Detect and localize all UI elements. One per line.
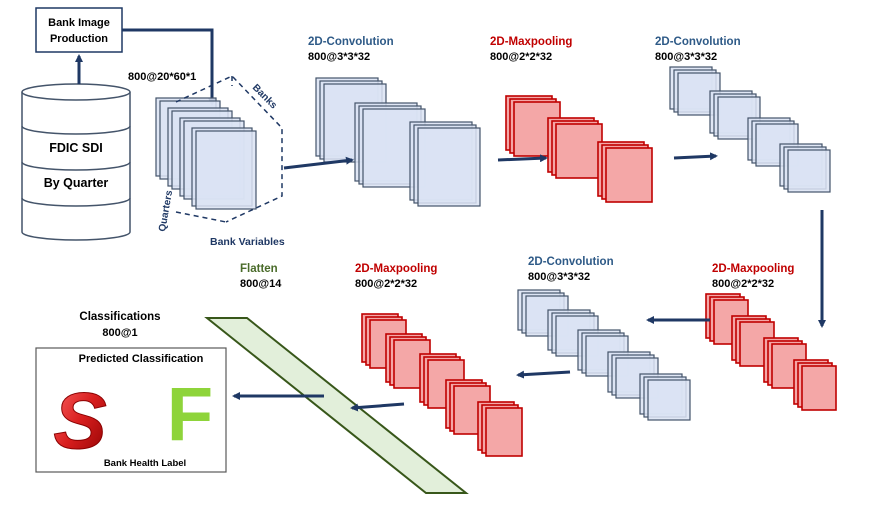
pool2-name: 2D-Maxpooling	[712, 263, 794, 275]
axis-variables-label: Bank Variables	[210, 236, 285, 248]
input-map-3	[191, 127, 257, 210]
conv3-map-5	[639, 373, 691, 421]
pool1-map-3-sheet	[605, 147, 653, 203]
pool2-map-4	[793, 359, 837, 411]
pool3-dims: 800@2*2*32	[355, 278, 417, 290]
panel-title: Predicted Classification	[79, 353, 204, 365]
arrow-pool3-to-flatten	[350, 402, 405, 412]
conv3-map-5-sheet	[647, 379, 691, 421]
pool1-map-3	[597, 141, 653, 203]
conv2-map-3	[747, 117, 799, 167]
pool1-map-2	[547, 117, 603, 179]
flatten-name: Flatten	[240, 263, 278, 275]
conv3-name: 2D-Convolution	[528, 256, 614, 268]
conv1-map-3	[409, 121, 481, 207]
arrow-production-to-input	[122, 28, 216, 106]
stage-arrows	[232, 152, 826, 412]
input-dims: 800@20*60*1	[128, 71, 196, 83]
arrow-conv1-to-pool1	[497, 154, 548, 163]
classifications-dims: 800@1	[102, 327, 137, 339]
predicted-classification-panel	[35, 347, 227, 473]
conv2-map-4	[779, 143, 831, 193]
conv1-name: 2D-Convolution	[308, 36, 394, 48]
label-f: F	[167, 372, 213, 457]
layer-stacks	[315, 66, 837, 457]
arrow-conv3-to-pool3	[516, 370, 571, 379]
flatten-layer	[204, 317, 469, 494]
conv2-dims: 800@3*3*32	[655, 51, 717, 63]
conv1-dims: 800@3*3*32	[308, 51, 370, 63]
conv2-name: 2D-Convolution	[655, 36, 741, 48]
conv2-map-4-sheet	[787, 149, 831, 193]
pool3-name: 2D-Maxpooling	[355, 263, 437, 275]
pool1-dims: 800@2*2*32	[490, 51, 552, 63]
input-map-3-sheet	[195, 130, 257, 210]
conv1-map-3-sheet	[417, 127, 481, 207]
pool3-map-5-sheet	[485, 407, 523, 457]
input-stack	[155, 97, 257, 210]
panel-caption: Bank Health Label	[104, 458, 186, 469]
arrow-input-to-conv1	[283, 156, 354, 170]
db-title: FDIC SDI	[49, 141, 102, 155]
pool2-map-4-sheet	[801, 365, 837, 411]
axis-quarters-label: Quarters	[157, 189, 175, 232]
classifications-title: Classifications	[79, 311, 160, 323]
pool1-name: 2D-Maxpooling	[490, 36, 572, 48]
pool2-dims: 800@2*2*32	[712, 278, 774, 290]
pool3-map-5	[477, 401, 523, 457]
arrow-pool1-to-conv2	[673, 152, 718, 161]
source-box-line2: Production	[50, 33, 108, 45]
conv3-dims: 800@3*3*32	[528, 271, 590, 283]
label-s: S	[53, 376, 106, 465]
db-subtitle: By Quarter	[44, 176, 109, 190]
input-cube-outline	[175, 75, 283, 223]
bank-image-production-box	[35, 7, 123, 53]
source-box-line1: Bank Image	[48, 17, 110, 29]
axis-banks-label: Banks	[250, 82, 279, 111]
pool1-map-2-sheet	[555, 123, 603, 179]
flatten-dims: 800@14	[240, 278, 282, 290]
fdic-database-icon	[21, 83, 131, 241]
